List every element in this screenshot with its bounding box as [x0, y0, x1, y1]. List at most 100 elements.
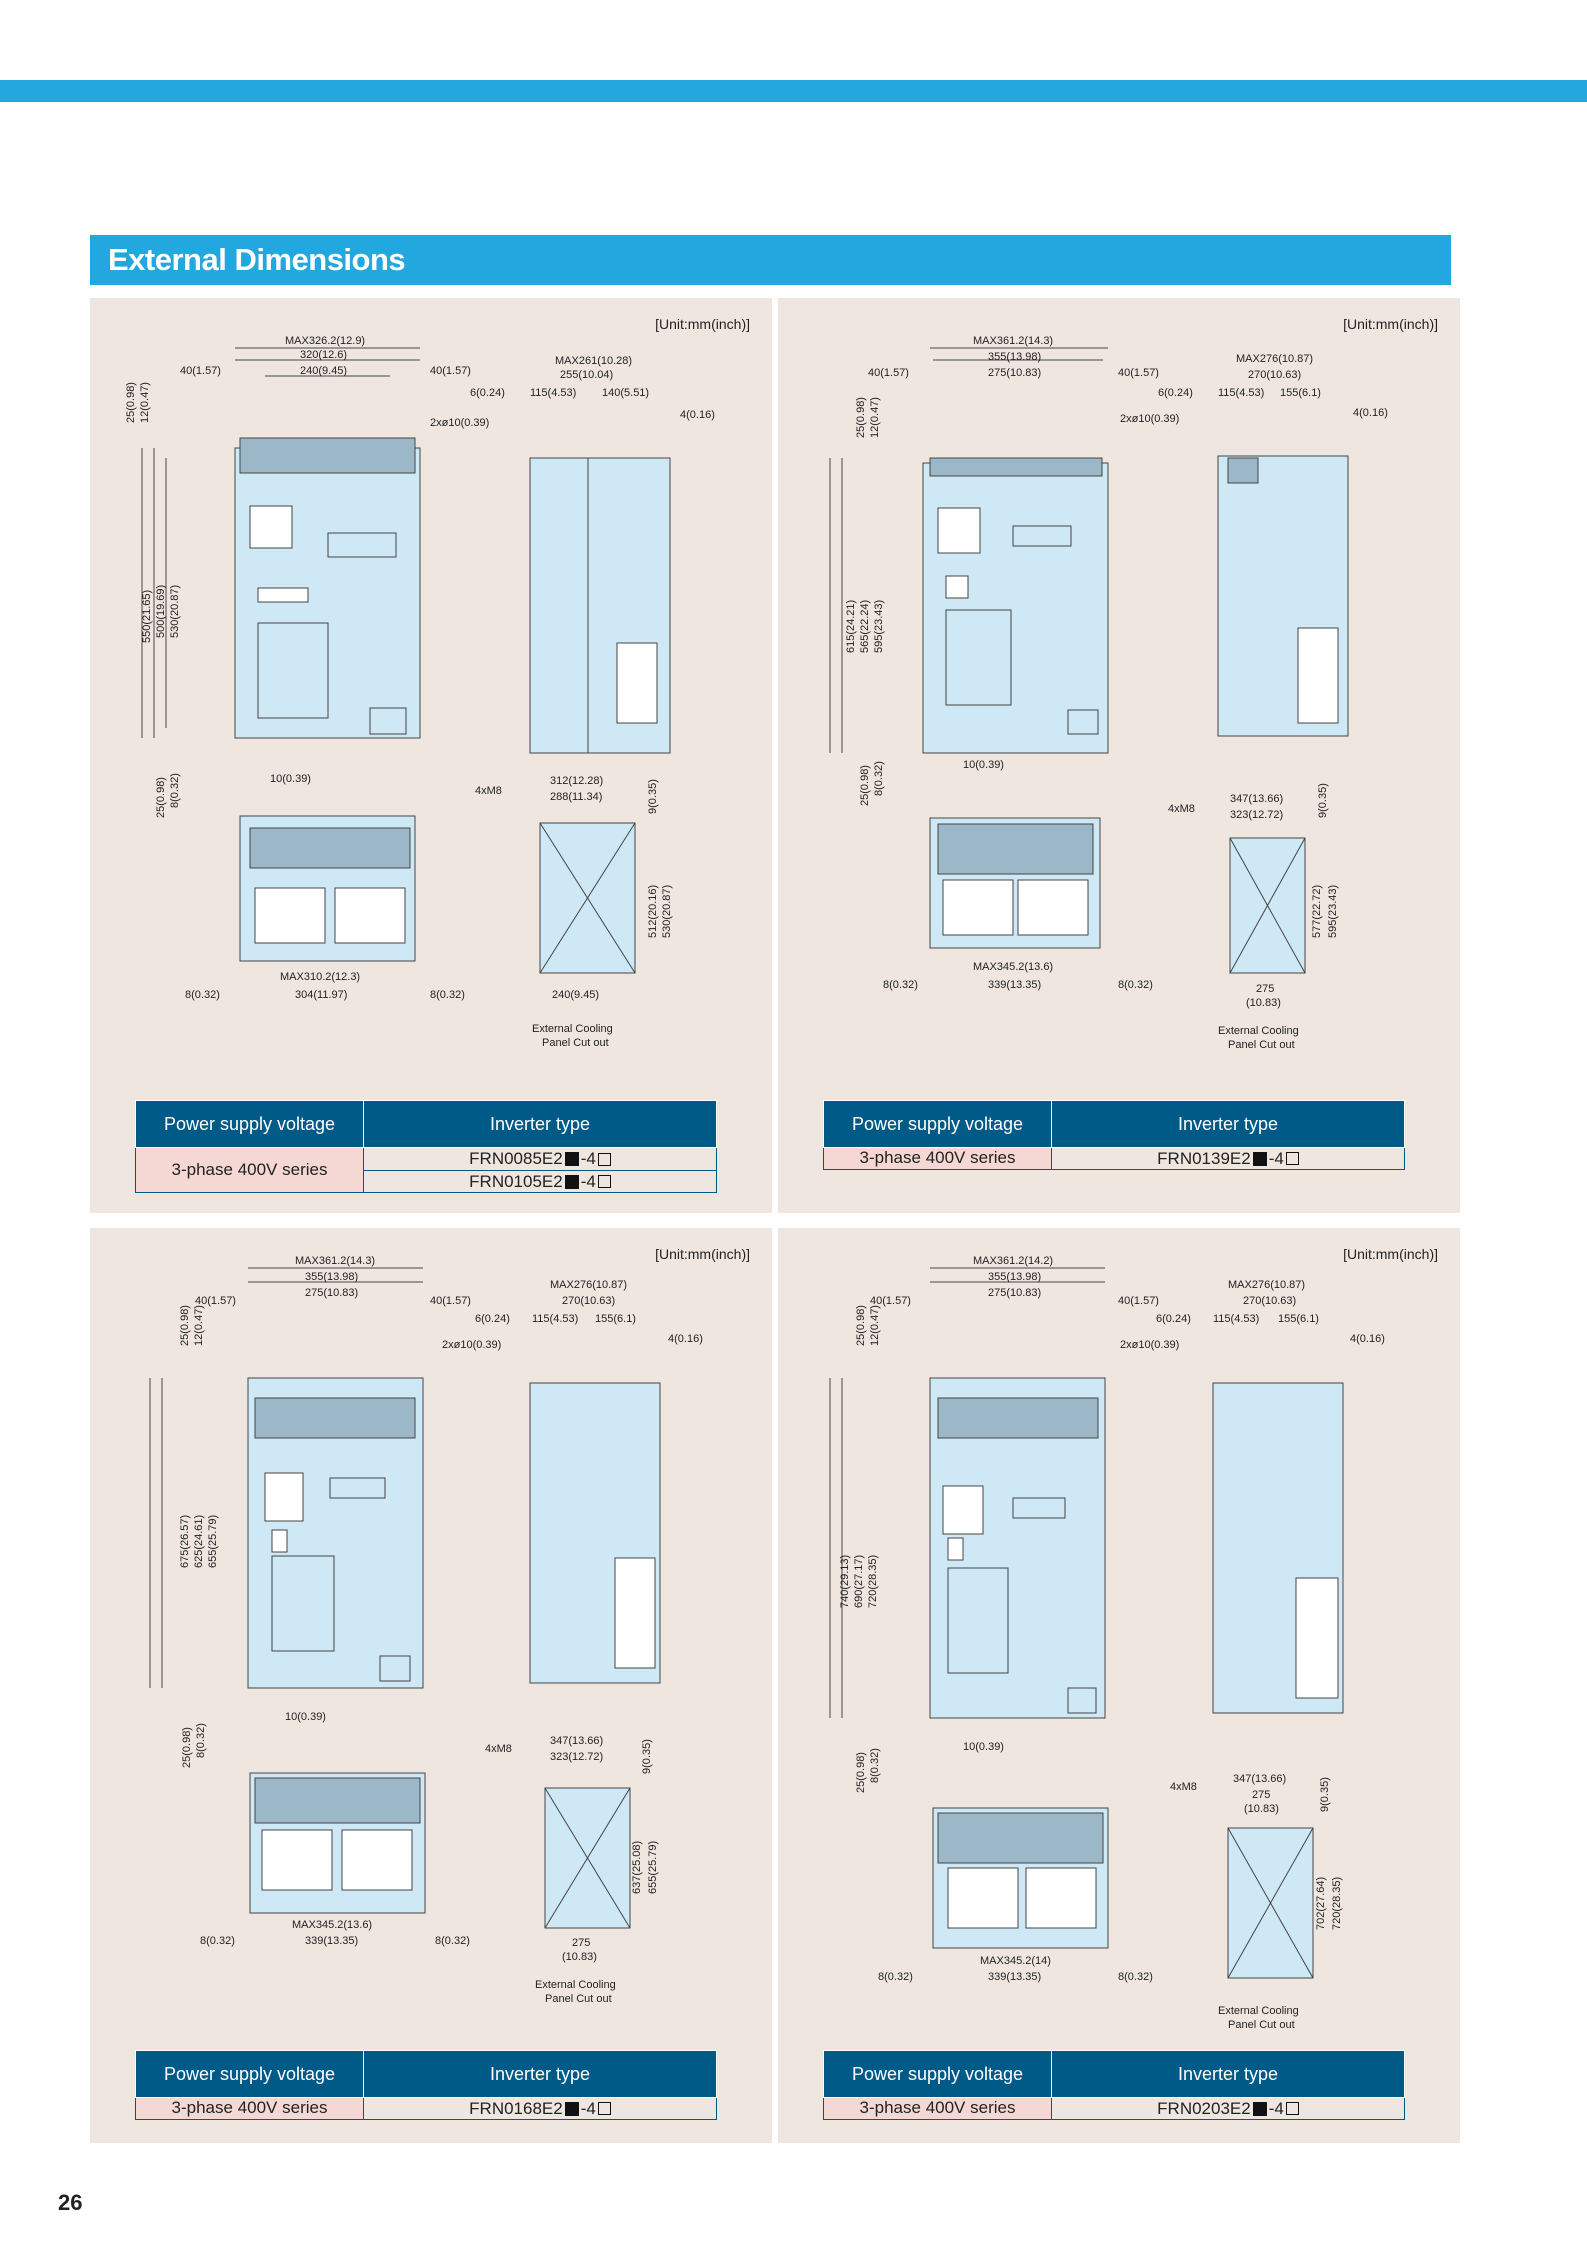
- spec-table: Power supply voltage Inverter type 3-pha…: [823, 2050, 1405, 2120]
- dim-text: 270(10.63): [562, 1295, 615, 1307]
- spec-table: Power supply voltage Inverter type 3-pha…: [823, 1100, 1405, 1170]
- dim-text: 355(13.98): [305, 1271, 358, 1283]
- cut-label: External Cooling: [532, 1023, 613, 1035]
- dim-text: 275: [1252, 1789, 1270, 1801]
- dim-text: 40(1.57): [430, 365, 471, 377]
- dim-text: 155(6.1): [1280, 387, 1321, 399]
- dim-text: 625(24.61): [193, 1515, 205, 1568]
- dim-text: 240(9.45): [552, 989, 599, 1001]
- dim-text: 4(0.16): [668, 1333, 703, 1345]
- dim-text: 339(13.35): [305, 1935, 358, 1947]
- dim-text: 690(27.17): [853, 1555, 865, 1608]
- dim-text: (10.83): [1244, 1803, 1279, 1815]
- dim-text: MAX345.2(13.6): [292, 1919, 372, 1931]
- dim-text: 4xM8: [1170, 1781, 1197, 1793]
- dim-text: 275(10.83): [988, 367, 1041, 379]
- dim-text: MAX310.2(12.3): [280, 971, 360, 983]
- dim-text: 339(13.35): [988, 979, 1041, 991]
- dim-text: 275: [572, 1937, 590, 1949]
- dim-text: 8(0.32): [435, 1935, 470, 1947]
- dim-text: 275: [1256, 983, 1274, 995]
- dim-text: 10(0.39): [963, 759, 1004, 771]
- voltage-cell: 3-phase 400V series: [135, 1147, 364, 1193]
- dim-text: MAX276(10.87): [1228, 1279, 1305, 1291]
- dim-text: 2xø10(0.39): [1120, 1339, 1179, 1351]
- cut-label: Panel Cut out: [545, 1993, 612, 2005]
- model-cell: FRN0203E2-4: [1051, 2097, 1405, 2120]
- cut-label: External Cooling: [1218, 2005, 1299, 2017]
- dim-text: 10(0.39): [270, 773, 311, 785]
- cut-label: Panel Cut out: [1228, 1039, 1295, 1051]
- panel-4: [Unit:mm(inch)] MAX361.2(14.2) 355(13.9: [778, 1228, 1460, 2143]
- dim-text: MAX345.2(14): [980, 1955, 1051, 1967]
- dim-text: 6(0.24): [1158, 387, 1193, 399]
- dim-text: 140(5.51): [602, 387, 649, 399]
- dim-text: 577(22.72): [1311, 885, 1323, 938]
- header-inverter: Inverter type: [363, 2050, 717, 2098]
- dim-text: 6(0.24): [475, 1313, 510, 1325]
- model-cell: FRN0085E2-4: [363, 1147, 717, 1171]
- panel-2: [Unit:mm(inch)] MAX361.2(14.3) 3: [778, 298, 1460, 1213]
- dim-text: 8(0.32): [873, 761, 885, 796]
- dim-text: 155(6.1): [595, 1313, 636, 1325]
- dim-text: 9(0.35): [641, 1739, 653, 1774]
- dimension-drawing: MAX361.2(14.3) 355(13.98) 275(10.83) 40(…: [149, 1255, 703, 2005]
- dim-text: 10(0.39): [285, 1711, 326, 1723]
- spec-table: Power supply voltage Inverter type 3-pha…: [135, 2050, 717, 2120]
- dim-text: 323(12.72): [1230, 809, 1283, 821]
- dim-text: 355(13.98): [988, 1271, 1041, 1283]
- dim-text: 8(0.32): [883, 979, 918, 991]
- dim-text: 270(10.63): [1243, 1295, 1296, 1307]
- dim-text: 8(0.32): [200, 1935, 235, 1947]
- cut-label: External Cooling: [1218, 1025, 1299, 1037]
- dim-text: MAX361.2(14.3): [295, 1255, 375, 1267]
- dim-text: 6(0.24): [470, 387, 505, 399]
- top-accent-bar: [0, 80, 1587, 102]
- dim-text: 25(0.98): [855, 1752, 867, 1793]
- dim-text: 6(0.24): [1156, 1313, 1191, 1325]
- voltage-cell: 3-phase 400V series: [823, 1147, 1052, 1170]
- dim-text: 500(19.69): [155, 585, 167, 638]
- dim-text: 8(0.32): [169, 773, 181, 808]
- dim-text: 8(0.32): [195, 1723, 207, 1758]
- dim-text: 240(9.45): [300, 365, 347, 377]
- dim-text: 347(13.66): [1233, 1773, 1286, 1785]
- dim-text: 9(0.35): [1319, 1777, 1331, 1812]
- dim-text: 25(0.98): [155, 777, 167, 818]
- dim-text: 355(13.98): [988, 351, 1041, 363]
- dim-text: 255(10.04): [560, 369, 613, 381]
- dim-text: 655(25.79): [647, 1841, 659, 1894]
- cut-label: Panel Cut out: [1228, 2019, 1295, 2028]
- dim-text: 320(12.6): [300, 349, 347, 361]
- dim-text: 25(0.98): [855, 1305, 867, 1346]
- dim-text: 40(1.57): [868, 367, 909, 379]
- dim-text: 550(21.65): [141, 590, 153, 643]
- dim-text: 720(28.35): [1331, 1877, 1343, 1930]
- dim-text: 115(4.53): [530, 387, 576, 399]
- voltage-cell: 3-phase 400V series: [135, 2097, 364, 2120]
- model-cell: FRN0105E2-4: [363, 1169, 717, 1193]
- dim-text: 9(0.35): [647, 779, 659, 814]
- dim-text: 740(29.13): [839, 1555, 851, 1608]
- dim-text: 12(0.47): [869, 397, 881, 438]
- dimension-drawing: MAX361.2(14.3) 355(13.98) 275(10.83) 40(…: [829, 335, 1388, 1051]
- dim-text: 339(13.35): [988, 1971, 1041, 1983]
- dim-text: 9(0.35): [1317, 783, 1329, 818]
- unit-label: [Unit:mm(inch)]: [1343, 316, 1438, 332]
- dim-text: 347(13.66): [1230, 793, 1283, 805]
- page-number: 26: [58, 2190, 83, 2215]
- voltage-cell: 3-phase 400V series: [823, 2097, 1052, 2120]
- spec-table: Power supply voltage Inverter type 3-pha…: [135, 1100, 717, 1193]
- cut-label: External Cooling: [535, 1979, 616, 1991]
- dim-text: 12(0.47): [869, 1305, 881, 1346]
- dim-text: MAX276(10.87): [550, 1279, 627, 1291]
- dim-text: 8(0.32): [430, 989, 465, 1001]
- dim-text: 4(0.16): [680, 409, 715, 421]
- dim-text: 115(4.53): [1218, 387, 1264, 399]
- dim-text: 595(23.43): [1327, 885, 1339, 938]
- dim-text: 12(0.47): [139, 382, 151, 423]
- dim-text: 8(0.32): [878, 1971, 913, 1983]
- dim-text: 2xø10(0.39): [442, 1339, 501, 1351]
- dim-text: MAX326.2(12.9): [285, 335, 365, 347]
- dim-text: MAX361.2(14.2): [973, 1255, 1053, 1267]
